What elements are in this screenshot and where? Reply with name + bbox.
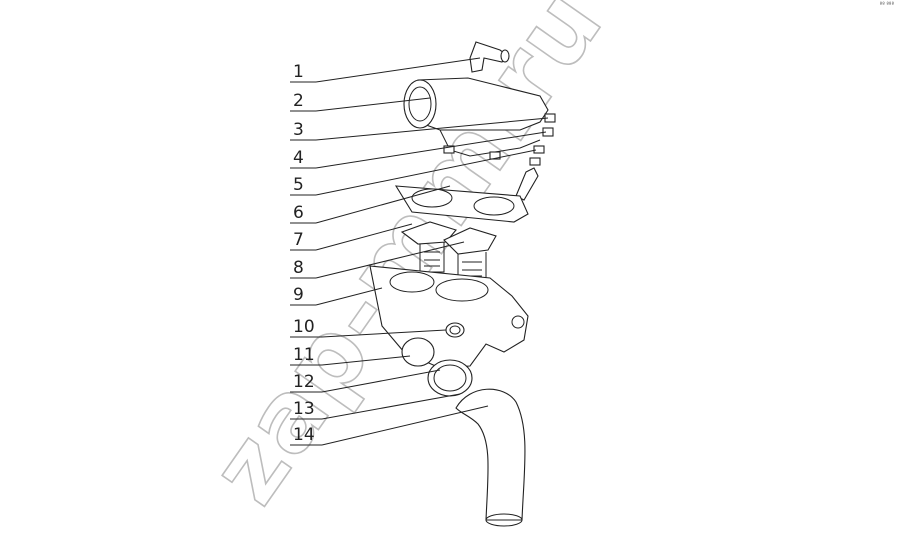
svg-text:1: 1 (293, 62, 304, 82)
callout-10: 10 (290, 317, 447, 338)
callout-11: 11 (290, 345, 411, 366)
svg-text:2: 2 (293, 91, 304, 111)
part-14-hose (455, 388, 526, 527)
callout-14: 14 (290, 405, 489, 446)
svg-text:8: 8 (293, 258, 304, 278)
svg-text:11: 11 (293, 345, 315, 365)
part-4-nuts (443, 145, 545, 166)
svg-text:12: 12 (293, 372, 315, 392)
callout-3: 3 (290, 117, 549, 141)
part-7-thermostat (400, 221, 457, 273)
part-11-washer (401, 337, 435, 367)
svg-text:4: 4 (293, 148, 304, 168)
part-6-gasket (394, 185, 529, 223)
part-2-housing-cover (403, 77, 549, 157)
callout-7: 7 (290, 223, 413, 251)
svg-text:3: 3 (293, 120, 304, 140)
callout-4: 4 (290, 131, 547, 169)
svg-text:14: 14 (293, 425, 315, 445)
svg-text:9: 9 (293, 285, 304, 305)
part-1-elbow-fitting (469, 41, 510, 73)
callout-9: 9 (290, 285, 383, 306)
callout-6: 6 (290, 185, 451, 224)
part-12-clamp (427, 359, 473, 397)
part-10-plug (445, 322, 465, 338)
callout-13: 13 (290, 393, 461, 420)
callout-12: 12 (290, 369, 441, 393)
corner-mark: ⁸⁸ ⁸⁸⁸ (879, 2, 894, 8)
callout-8: 8 (290, 241, 465, 279)
callout-1: 1 (290, 57, 481, 83)
svg-text:7: 7 (293, 230, 304, 250)
svg-text:6: 6 (293, 203, 304, 223)
svg-text:13: 13 (293, 399, 315, 419)
svg-text:10: 10 (293, 317, 315, 337)
callout-5: 5 (290, 149, 537, 196)
callout-2: 2 (290, 91, 431, 112)
watermark: zap-mm.ru (189, 0, 625, 523)
part-5-stud (515, 167, 539, 201)
svg-text:5: 5 (293, 175, 304, 195)
